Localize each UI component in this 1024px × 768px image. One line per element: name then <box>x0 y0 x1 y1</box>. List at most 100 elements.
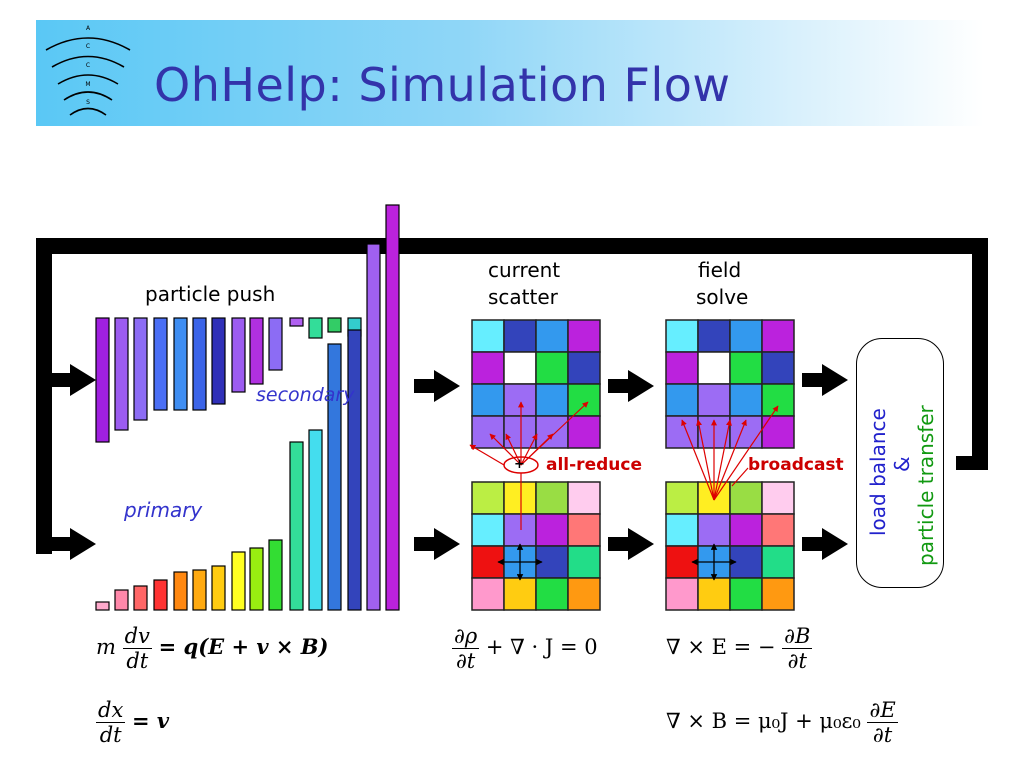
solve-bottom-grid-cell-1-2 <box>729 513 763 547</box>
solve-bottom-grid-cell-1-3 <box>761 513 795 547</box>
solve-bottom-grid-cell-1-1 <box>697 513 731 547</box>
eq-motion-num: dv <box>122 624 152 649</box>
scatter-top-grid-cell-1-2 <box>535 351 569 385</box>
scatter-bottom-grid-cell-1-0 <box>471 513 505 547</box>
scatter-top-grid-cell-1-1 <box>503 351 537 385</box>
scatter-bottom-grid-cell-0-0 <box>471 481 505 515</box>
logo-letter-c1: C <box>86 43 90 50</box>
flow-arrow-5 <box>608 370 654 402</box>
solve-bottom-grid-cell-0-3 <box>761 481 795 515</box>
load-balance-box <box>856 338 944 588</box>
eq-faraday-lhs: ∇ × E = − <box>666 635 776 659</box>
broadcast-arrow-4 <box>713 419 732 501</box>
eq-faraday-den: ∂t <box>787 649 807 673</box>
secondary-bar-8 <box>231 317 246 393</box>
eq-position-den: dt <box>99 723 122 747</box>
solve-top-grid-cell-1-0 <box>665 351 699 385</box>
secondary-bar-13 <box>327 317 342 333</box>
loop-back-line <box>36 238 988 554</box>
secondary-bar-4 <box>153 317 168 411</box>
solve-top-grid-cell-2-1 <box>697 383 731 417</box>
eq-continuity-num: ∂ρ <box>452 624 480 649</box>
primary-bar-1 <box>95 601 110 611</box>
scatter-bottom-grid-cell-0-1 <box>503 481 537 515</box>
scatter-bottom-grid-cell-3-0 <box>471 577 505 611</box>
secondary-bar-9 <box>249 317 264 385</box>
page-title: OhHelp: Simulation Flow <box>154 58 731 112</box>
solve-bottom-grid-cell-3-0 <box>665 577 699 611</box>
scatter-top-grid-cell-3-2 <box>535 415 569 449</box>
primary-bar-5 <box>173 571 188 611</box>
current-scatter-label-line2: scatter <box>488 285 558 309</box>
solve-top-grid-cell-1-2 <box>729 351 763 385</box>
ampere-equation: ∇ × B = μ₀J + μ₀ε₀ ∂E∂t <box>666 698 898 747</box>
logo-letter-a: A <box>86 25 91 32</box>
field-solve-label-line2: solve <box>696 285 749 309</box>
eq-motion-den: dt <box>126 649 149 673</box>
scatter-top-grid-cell-2-2 <box>535 383 569 417</box>
eq-ampere-num: ∂E <box>867 698 898 723</box>
solve-bottom-grid-cell-0-2 <box>729 481 763 515</box>
primary-label: primary <box>124 498 203 522</box>
scatter-top-grid-cell-2-0 <box>471 383 505 417</box>
tall-bar-1 <box>366 243 381 611</box>
logo-letter-m: M <box>85 81 90 88</box>
secondary-bar-1 <box>95 317 110 443</box>
eq-motion-mass: m <box>96 635 116 659</box>
secondary-bar-10 <box>268 317 283 371</box>
broadcast-arrow-1 <box>681 419 715 501</box>
broadcast-arrow-6 <box>713 405 779 501</box>
solve-top-grid-cell-2-3 <box>761 383 795 417</box>
ampersand-label: & <box>890 456 914 472</box>
primary-bar-3 <box>133 585 148 611</box>
reduce-arrow-left <box>469 444 505 466</box>
secondary-bar-6 <box>192 317 207 411</box>
secondary-bar-5 <box>173 317 188 411</box>
broadcast-link <box>731 467 749 487</box>
scatter-bottom-grid-cell-1-3 <box>567 513 601 547</box>
solve-top-grid-cell-0-2 <box>729 319 763 353</box>
accms-logo-icon: A C C M S <box>45 25 131 116</box>
flow-arrow-1 <box>50 364 96 396</box>
scatter-top-grid-cell-0-2 <box>535 319 569 353</box>
secondary-bar-2 <box>114 317 129 431</box>
solve-bottom-grid-cell-1-0 <box>665 513 699 547</box>
field-solve-label-line1: field <box>698 258 742 282</box>
scatter-top-grid-cell-1-0 <box>471 351 505 385</box>
eq-continuity-den: ∂t <box>455 649 476 673</box>
particle-push-label: particle push <box>145 282 276 306</box>
scatter-bottom-grid-cell-3-3 <box>567 577 601 611</box>
secondary-bar-3 <box>133 317 148 421</box>
primary-bar-9 <box>249 547 264 611</box>
primary-bar-4 <box>153 579 168 611</box>
eq-ampere-den: ∂t <box>872 723 893 747</box>
secondary-label: secondary <box>256 384 355 406</box>
all-reduce-label: all-reduce <box>546 455 642 475</box>
eq-motion-rhs: = q(E + v × B) <box>158 634 329 659</box>
solve-bottom-grid-cell-3-3 <box>761 577 795 611</box>
flow-arrow-2 <box>50 528 96 560</box>
eq-ampere-lhs: ∇ × B = μ₀J + μ₀ε₀ <box>666 709 861 733</box>
flow-arrow-7 <box>802 364 848 396</box>
current-scatter-label-line1: current <box>488 258 561 282</box>
scatter-top-grid-cell-3-0 <box>471 415 505 449</box>
primary-bar-10 <box>268 539 283 611</box>
primary-bar-14 <box>347 329 362 611</box>
secondary-bar-7 <box>211 317 226 405</box>
eq-continuity-rhs: + ∇ · J = 0 <box>485 635 598 659</box>
title-banner <box>36 20 984 126</box>
eq-position-num: dx <box>96 698 126 723</box>
reduce-arrow-4 <box>520 433 538 466</box>
eq-faraday-num: ∂B <box>782 624 813 649</box>
faraday-equation: ∇ × E = − ∂B∂t <box>666 624 813 673</box>
scatter-top-grid-cell-0-3 <box>567 319 601 353</box>
primary-bar-2 <box>114 589 129 611</box>
scatter-top-grid-cell-0-1 <box>503 319 537 353</box>
load-balance-label: load balance <box>866 408 890 536</box>
scatter-top-grid-cell-0-0 <box>471 319 505 353</box>
primary-bar-8 <box>231 551 246 611</box>
primary-bar-6 <box>192 569 207 611</box>
solve-bottom-grid-cell-0-0 <box>665 481 699 515</box>
solve-top-grid-cell-1-3 <box>761 351 795 385</box>
